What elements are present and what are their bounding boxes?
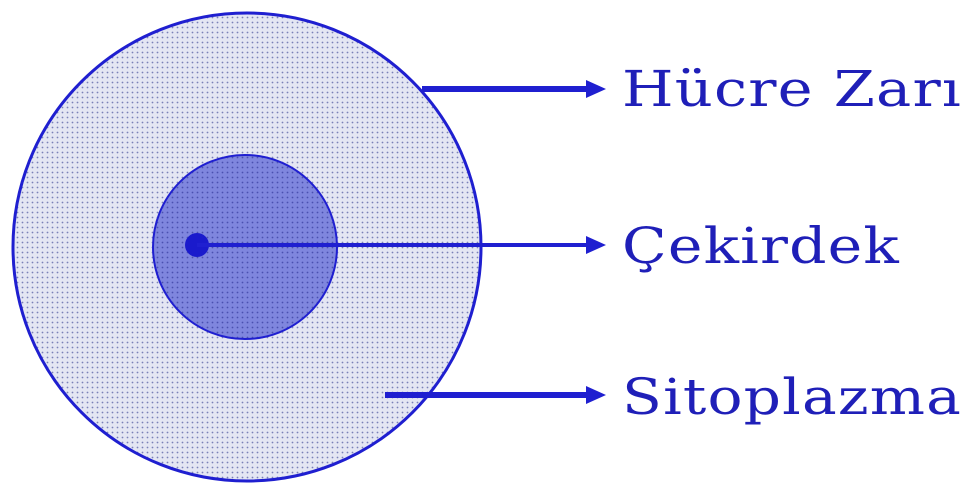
- label-membrane: Hücre Zarı: [622, 60, 962, 118]
- label-nucleus: Çekirdek: [622, 217, 900, 275]
- nucleus-arrowhead-icon: [586, 236, 606, 254]
- label-cytoplasm: Sitoplazma: [622, 368, 962, 426]
- membrane-arrowhead-icon: [586, 80, 606, 98]
- cytoplasm-arrowhead-icon: [586, 386, 606, 404]
- membrane-pointer-arrow: [422, 80, 606, 98]
